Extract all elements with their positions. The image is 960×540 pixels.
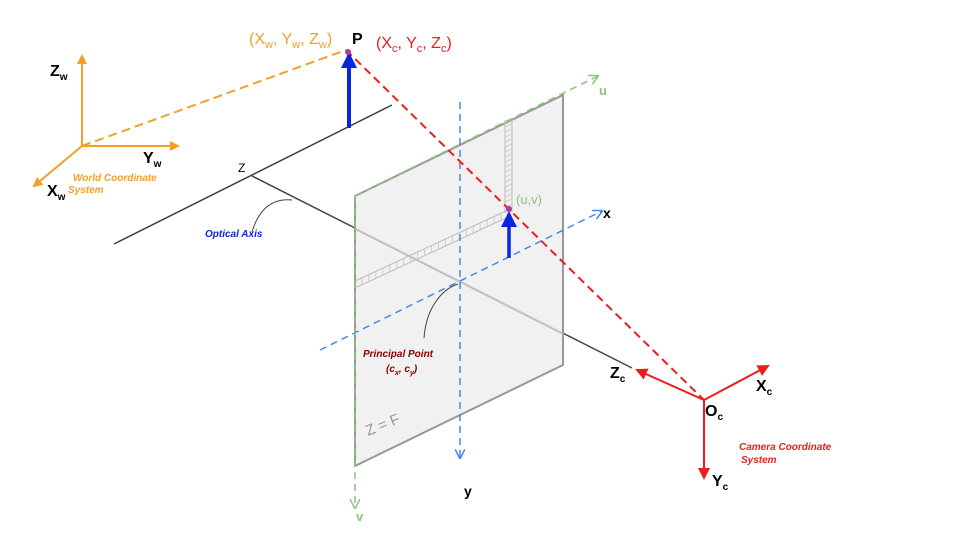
- camera-x-label: Xc: [756, 378, 773, 398]
- hatch-tick: [504, 198, 513, 203]
- point-p-label: P: [352, 31, 363, 48]
- hatch-tick: [504, 178, 513, 183]
- camera-z-label: Zc: [610, 365, 626, 385]
- camera-z-axis-line: [635, 368, 705, 401]
- image-plane: [354, 93, 564, 468]
- world-z-label: Zw: [50, 63, 68, 83]
- hatch-tick: [504, 173, 513, 178]
- principal-point-coords: (cx, cy): [386, 364, 418, 377]
- optical-axis-back-line: [113, 104, 393, 245]
- optical-axis-label: Optical Axis: [205, 229, 263, 240]
- u-axis-label: u: [599, 83, 607, 98]
- principal-point-label: Principal Point: [363, 349, 434, 360]
- camera-system-label: Camera Coordinate System: [739, 442, 834, 466]
- camera-origin-label: Oc: [705, 403, 723, 423]
- image-x-axis-line: [319, 211, 602, 351]
- hatch-tick: [504, 123, 513, 128]
- world-system-label: World Coordinate System: [68, 173, 159, 196]
- optical-z-marker-label: Z: [238, 161, 245, 175]
- hatch-tick: [504, 143, 513, 148]
- hatch-tick: [504, 163, 513, 168]
- projection-ray-line: [345, 49, 705, 401]
- camera-axes: [635, 365, 770, 480]
- world-point-marker: [345, 49, 351, 55]
- hatch-tick: [504, 133, 513, 138]
- hatch-tick: [504, 158, 513, 163]
- y-axis-label: y: [464, 483, 472, 499]
- principal-point-leader: [423, 283, 459, 339]
- optical-axis-through-plane: [354, 228, 564, 335]
- hatch-tick: [504, 128, 513, 133]
- hatch-tick: [504, 168, 513, 173]
- hatch-tick: [504, 148, 513, 153]
- pixel-u-axis-line: [354, 76, 598, 197]
- camera-x-axis-line: [703, 365, 770, 401]
- optical-axis-leader: [251, 199, 293, 233]
- world-axes: [32, 54, 180, 188]
- world-coords-label: (Xw, Yw, Zw): [249, 31, 332, 51]
- camera-y-label: Yc: [712, 473, 729, 493]
- world-to-point-dashed-line: [81, 49, 347, 147]
- hatch-tick: [504, 193, 513, 198]
- image-point-marker: [506, 206, 512, 212]
- x-axis-label: x: [603, 205, 611, 221]
- hatch-tick: [504, 153, 513, 158]
- v-axis-label: v: [356, 509, 364, 524]
- world-x-axis-line: [32, 145, 83, 188]
- world-x-label: Xw: [47, 183, 66, 203]
- world-y-label: Yw: [143, 150, 162, 170]
- hatch-tick: [504, 183, 513, 188]
- hatch-tick: [504, 188, 513, 193]
- camera-coords-label: (Xc, Yc, Zc): [376, 35, 452, 55]
- uv-point-label: (u,v): [516, 192, 542, 207]
- hatch-tick: [504, 138, 513, 143]
